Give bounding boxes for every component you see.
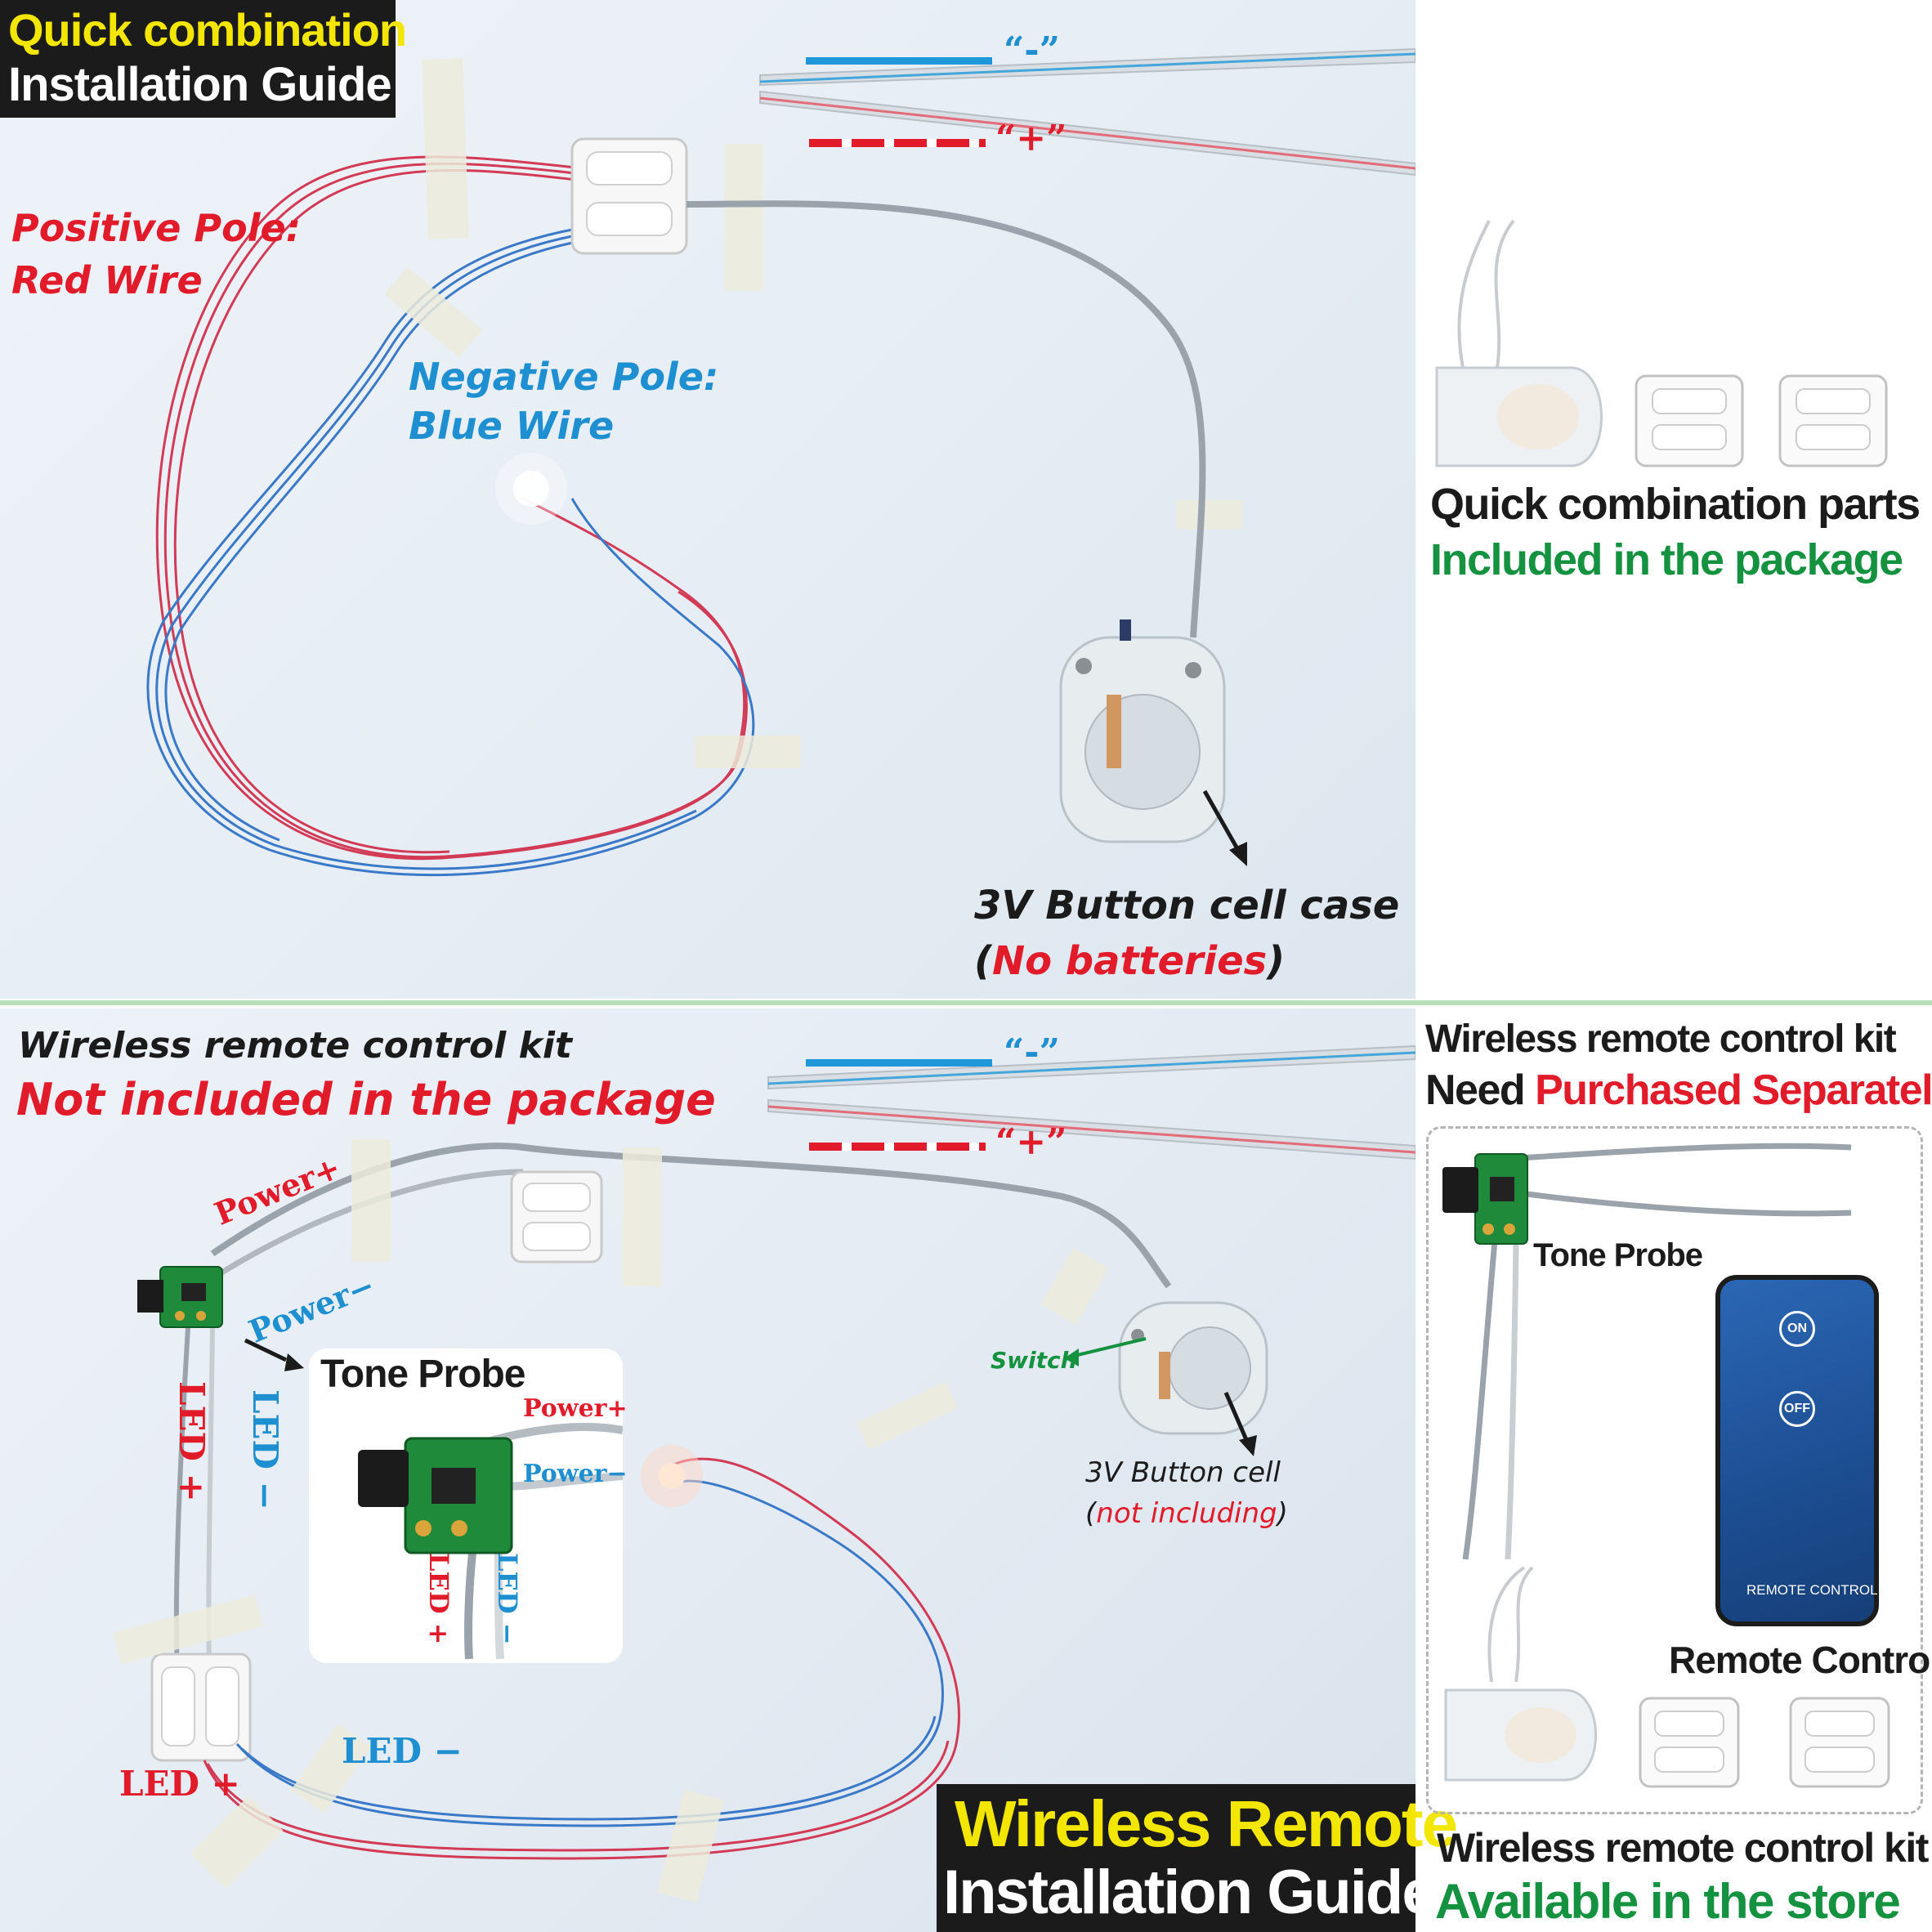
negative-legend-line: [806, 57, 992, 65]
inset-power-plus: Power+: [523, 1394, 628, 1423]
kit-purchase-note: Need Purchased Separately: [1425, 1066, 1932, 1115]
inset-led-plus: LED +: [423, 1553, 454, 1645]
top-title-line1: Quick combination: [8, 4, 407, 56]
purchased-separately: Purchased Separately: [1535, 1067, 1932, 1114]
available-in-store: Available in the store: [1435, 1874, 1901, 1929]
battery-case-label: 3V Button cell case: [974, 883, 1400, 928]
top-right-panel: [1415, 0, 1932, 999]
remote-on-button[interactable]: ON: [1779, 1311, 1815, 1347]
cell-note-close: ): [1277, 1497, 1288, 1530]
battery-cell-label: 3V Button cell: [1085, 1456, 1281, 1489]
quick-parts-note: Included in the package: [1430, 535, 1903, 584]
remote-control: ON OFF REMOTE CONTROL: [1715, 1275, 1879, 1626]
red-wire-label: Red Wire: [11, 258, 203, 302]
led-minus-bottom-label: LED −: [342, 1731, 463, 1771]
inset-led-minus: LED −: [492, 1553, 523, 1645]
tone-probe-inset-illustration: [358, 1423, 623, 1659]
flat-cable-top: [759, 47, 1415, 177]
battery-note-open: (: [974, 938, 992, 984]
kit-title-left: Wireless remote control kit: [18, 1025, 572, 1067]
positive-legend-line-bottom: [809, 1143, 986, 1151]
kit-not-included: Not included in the package: [16, 1074, 716, 1125]
wireless-remote-title-line2: Installation Guide: [943, 1858, 1437, 1927]
quick-parts-illustration: [1435, 219, 1888, 467]
negative-pole-label: Negative Pole:: [409, 355, 719, 399]
remote-off-button[interactable]: OFF: [1779, 1391, 1815, 1427]
led-plus-vertical: LED +: [172, 1381, 212, 1502]
tone-probe-inset-title: Tone Probe: [320, 1353, 525, 1396]
kit-contents-box: [1426, 1126, 1923, 1814]
negative-legend-line-bottom: [806, 1059, 992, 1067]
blue-wire-label: Blue Wire: [409, 404, 615, 448]
positive-legend-label: “+”: [995, 118, 1067, 159]
positive-legend-label-bottom: “+”: [995, 1121, 1067, 1163]
battery-cell-bottom: [1118, 1301, 1268, 1435]
top-title-box: [0, 0, 396, 118]
battery-note-row: (No batteries): [974, 938, 1285, 984]
need-prefix: Need: [1425, 1067, 1536, 1114]
battery-case-part: [1435, 366, 1603, 467]
positive-legend-line: [809, 139, 986, 147]
connector-bottom-left: [150, 1652, 252, 1762]
battery-cell-note-row: (not including): [1085, 1497, 1288, 1530]
negative-legend-label-bottom: “-”: [1004, 1031, 1060, 1073]
wireless-remote-title-box: [937, 1784, 1415, 1932]
tone-probe-right-label: Tone Probe: [1533, 1237, 1703, 1273]
connector-top: [570, 137, 688, 255]
cell-note-open: (: [1085, 1497, 1097, 1530]
bottom-wiring-illustration: [112, 1044, 1415, 1903]
battery-note-close: ): [1267, 938, 1286, 984]
tone-probe-board-left: [137, 1266, 223, 1328]
remote-brand-text: REMOTE CONTROL: [1746, 1582, 1878, 1598]
switch-label: Switch: [991, 1347, 1077, 1374]
connector-part-1: [1635, 374, 1744, 467]
store-kit-title: Wireless remote control kit: [1437, 1825, 1929, 1871]
battery-case-top: [1059, 619, 1226, 843]
battery-note: No batteries: [991, 938, 1268, 984]
top-wiring-illustration: [146, 47, 1415, 877]
kit-title-right: Wireless remote control kit: [1425, 1017, 1897, 1061]
section-divider: [0, 1000, 1932, 1005]
connector-bottom-top: [510, 1170, 603, 1263]
led-minus-vertical: LED −: [245, 1389, 285, 1510]
flat-cable-bottom: [767, 1044, 1415, 1161]
cell-note: not including: [1096, 1497, 1277, 1530]
wireless-remote-title-line1: Wireless Remote: [955, 1787, 1458, 1860]
remote-control-label: Remote Control: [1669, 1639, 1932, 1681]
led-plus-bottom-label: LED +: [119, 1764, 240, 1804]
negative-legend-label: “-”: [1004, 29, 1060, 71]
kit-contents-illustration: [1442, 1143, 1890, 1788]
positive-pole-label: Positive Pole:: [11, 206, 302, 250]
inset-power-minus: Power−: [523, 1460, 628, 1488]
top-title-line2: Installation Guide: [8, 58, 392, 111]
quick-parts-title: Quick combination parts: [1430, 480, 1921, 529]
connector-part-2: [1778, 374, 1888, 467]
